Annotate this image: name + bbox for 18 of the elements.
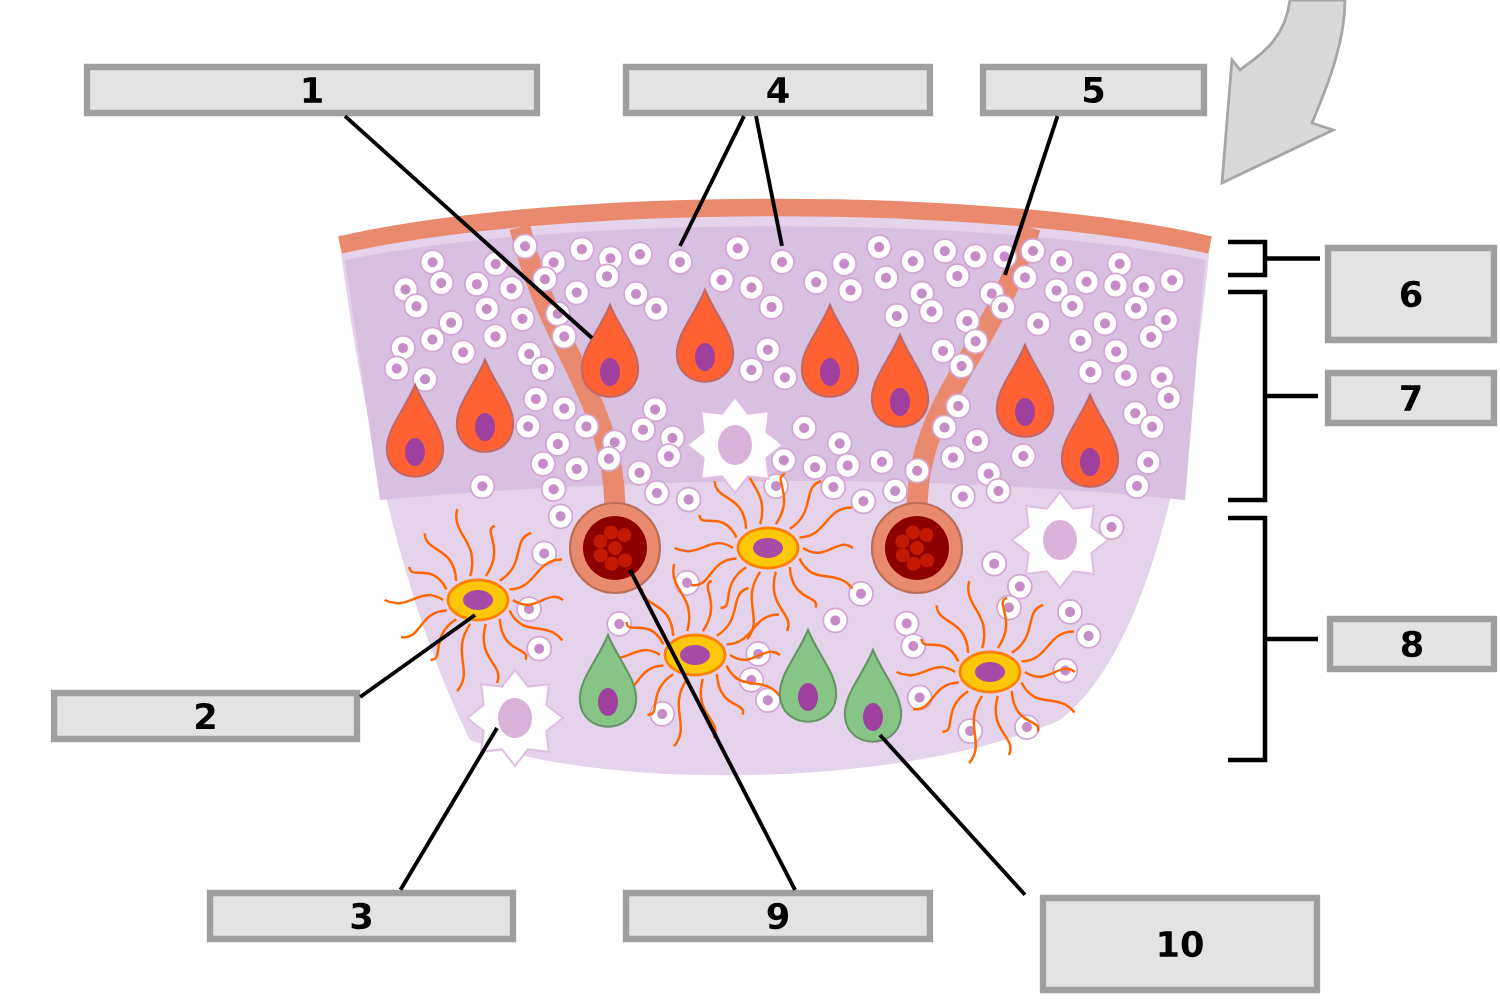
leader-line	[1003, 115, 1060, 276]
label-box: 5	[979, 63, 1208, 117]
leader-line	[678, 115, 746, 247]
leader-line	[343, 114, 594, 340]
leader-line	[754, 115, 784, 247]
label-box: 3	[206, 889, 517, 943]
label-box: 6	[1324, 244, 1498, 344]
label-box: 4	[622, 63, 934, 117]
label-box: 10	[1039, 894, 1321, 994]
label-box: 2	[50, 689, 361, 743]
leader-line	[628, 569, 797, 891]
leader-line	[359, 613, 477, 699]
label-box: 1	[83, 63, 541, 117]
label-box: 8	[1326, 615, 1498, 673]
label-box: 9	[622, 889, 934, 943]
leader-line	[398, 727, 499, 891]
label-box: 7	[1324, 369, 1498, 427]
leader-line	[878, 733, 1027, 897]
